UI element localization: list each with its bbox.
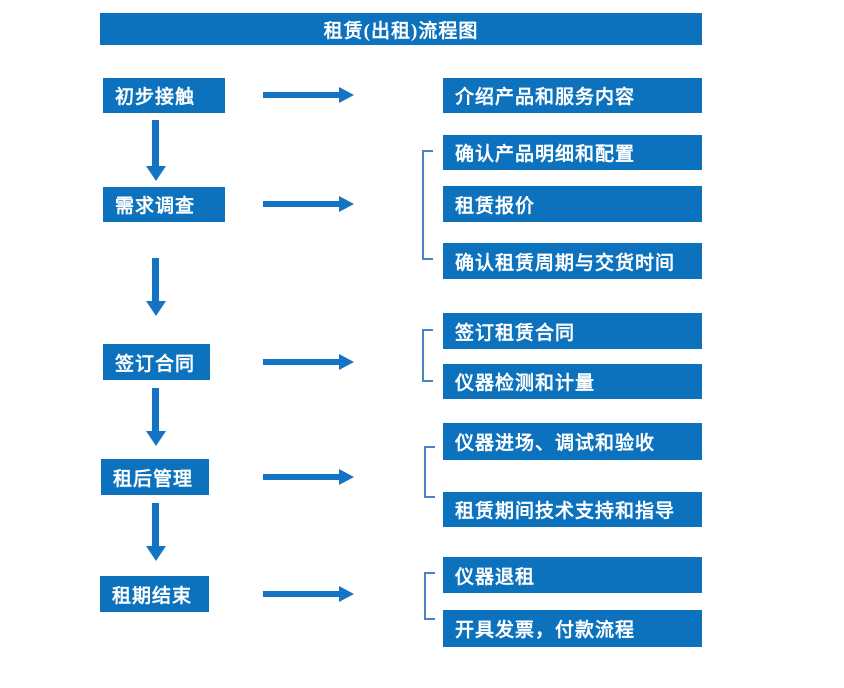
detail-label: 确认租赁周期与交货时间 <box>455 252 676 274</box>
step-box-demand-survey: 需求调查 <box>103 187 225 222</box>
arrow-down-icon <box>152 388 159 431</box>
step-box-initial-contact: 初步接触 <box>103 78 225 113</box>
bracket-connector <box>424 446 435 498</box>
arrow-down-icon <box>152 503 159 546</box>
step-box-rental-end: 租期结束 <box>100 576 209 612</box>
detail-label: 仪器进场、调试和验收 <box>455 433 656 454</box>
step-box-post-rental-management: 租后管理 <box>101 459 209 495</box>
detail-box-instrument-setup-acceptance: 仪器进场、调试和验收 <box>443 423 702 460</box>
arrow-down-icon <box>152 120 159 166</box>
arrow-right-icon <box>263 359 339 365</box>
detail-label: 介绍产品和服务内容 <box>455 87 636 108</box>
arrow-right-icon <box>263 92 339 98</box>
bracket-connector <box>424 572 435 620</box>
step-box-sign-contract: 签订合同 <box>103 344 210 380</box>
page-title: 租赁(出租)流程图 <box>323 20 479 42</box>
detail-box-instrument-return: 仪器退租 <box>443 557 702 593</box>
detail-label: 租赁期间技术支持和指导 <box>455 501 676 522</box>
arrow-right-icon <box>263 591 339 597</box>
detail-box-introduce-products: 介绍产品和服务内容 <box>443 78 702 113</box>
flowchart-title-bar: 租赁(出租)流程图 <box>100 13 702 45</box>
detail-label: 仪器退租 <box>455 566 536 588</box>
step-label: 签订合同 <box>115 353 196 375</box>
detail-box-confirm-product-config: 确认产品明细和配置 <box>443 135 702 170</box>
detail-label: 仪器检测和计量 <box>455 373 596 394</box>
detail-box-confirm-period-delivery: 确认租赁周期与交货时间 <box>443 243 702 279</box>
arrow-down-icon <box>152 258 159 301</box>
bracket-connector <box>422 150 433 260</box>
arrow-right-icon <box>263 474 339 480</box>
detail-box-technical-support: 租赁期间技术支持和指导 <box>443 492 702 527</box>
step-label: 租期结束 <box>112 585 193 607</box>
step-label: 初步接触 <box>115 87 196 108</box>
step-label: 需求调查 <box>115 196 196 217</box>
detail-label: 签订租赁合同 <box>455 322 576 344</box>
step-label: 租后管理 <box>113 468 194 490</box>
bracket-connector <box>422 329 433 382</box>
detail-box-sign-rental-contract: 签订租赁合同 <box>443 313 702 349</box>
detail-label: 确认产品明细和配置 <box>455 144 636 165</box>
detail-label: 开具发票，付款流程 <box>455 620 636 641</box>
detail-box-invoice-payment: 开具发票，付款流程 <box>443 610 702 647</box>
arrow-right-icon <box>263 201 339 207</box>
detail-box-rental-quotation: 租赁报价 <box>443 186 702 222</box>
detail-box-instrument-testing: 仪器检测和计量 <box>443 364 702 399</box>
detail-label: 租赁报价 <box>455 195 536 217</box>
